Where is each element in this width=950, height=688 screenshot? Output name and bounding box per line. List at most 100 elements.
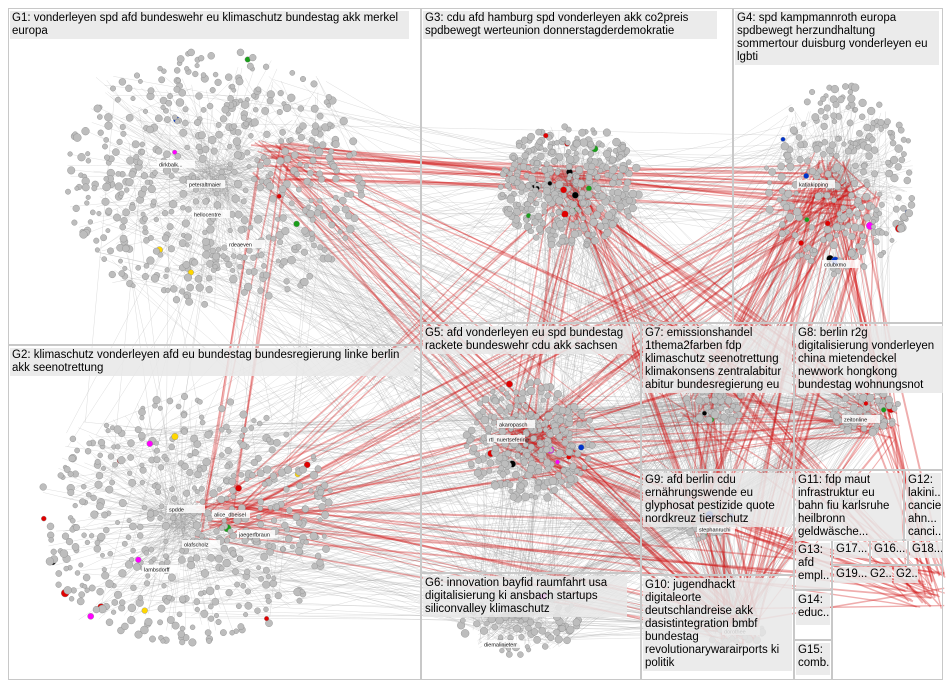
graph-node <box>504 168 509 173</box>
graph-node <box>342 206 349 213</box>
graph-node <box>181 429 187 435</box>
graph-node <box>115 444 120 449</box>
graph-node <box>86 158 91 163</box>
graph-node <box>140 416 145 421</box>
graph-node <box>255 157 260 162</box>
graph-node <box>310 532 318 540</box>
graph-node <box>144 551 149 556</box>
graph-node <box>97 588 104 595</box>
graph-node <box>551 158 557 164</box>
graph-node <box>534 378 541 385</box>
graph-node <box>180 626 185 631</box>
graph-node <box>115 183 123 191</box>
graph-node <box>783 204 790 211</box>
graph-node <box>867 107 875 115</box>
graph-node <box>134 154 139 159</box>
graph-node <box>315 148 323 156</box>
graph-node <box>831 197 836 202</box>
graph-node <box>118 456 126 464</box>
graph-node <box>205 630 211 636</box>
graph-node <box>530 215 535 220</box>
graph-node <box>304 540 309 545</box>
graph-node <box>234 180 242 188</box>
graph-node <box>142 505 147 510</box>
graph-node <box>145 180 150 185</box>
graph-node <box>212 598 219 605</box>
graph-node <box>95 459 101 465</box>
graph-node <box>129 523 136 530</box>
graph-node <box>333 195 338 200</box>
graph-node <box>249 54 256 61</box>
graph-node <box>242 255 248 261</box>
graph-node <box>224 479 229 484</box>
graph-node <box>322 511 329 518</box>
graph-node <box>251 176 257 182</box>
graph-node <box>511 155 516 160</box>
graph-node <box>175 153 181 159</box>
graph-node <box>311 148 316 153</box>
graph-node <box>561 211 568 218</box>
graph-node <box>143 225 148 230</box>
graph-node <box>228 529 233 534</box>
graph-node <box>201 107 206 112</box>
graph-node <box>106 486 113 493</box>
graph-node <box>581 216 586 221</box>
graph-node <box>102 567 107 572</box>
graph-node <box>169 444 175 450</box>
graph-node <box>591 128 595 132</box>
graph-node <box>185 243 189 247</box>
graph-node <box>909 195 915 201</box>
graph-node <box>183 107 189 113</box>
graph-node <box>326 94 332 100</box>
graph-node <box>238 99 242 103</box>
graph-node <box>566 149 571 154</box>
graph-node <box>901 137 907 143</box>
graph-node <box>104 137 109 142</box>
graph-node <box>236 603 241 608</box>
graph-node <box>88 613 94 619</box>
graph-node <box>174 86 180 92</box>
graph-node <box>318 517 323 522</box>
graph-node <box>98 453 103 458</box>
graph-node <box>895 163 902 170</box>
graph-node <box>158 605 165 612</box>
graph-node <box>176 78 181 83</box>
graph-node <box>533 235 539 241</box>
graph-node <box>161 639 166 644</box>
graph-node <box>137 533 143 539</box>
graph-node <box>863 193 870 200</box>
graph-node <box>58 473 64 479</box>
graph-node <box>319 142 326 149</box>
graph-node <box>539 146 544 151</box>
graph-node <box>201 73 206 78</box>
graph-node <box>609 166 617 174</box>
graph-node <box>200 499 205 504</box>
graph-node <box>264 131 271 138</box>
graph-node <box>853 141 858 146</box>
graph-node <box>258 499 264 505</box>
graph-node <box>172 433 179 440</box>
graph-node <box>270 473 277 480</box>
graph-node <box>64 586 72 594</box>
graph-node <box>222 245 228 251</box>
graph-node <box>273 439 280 446</box>
graph-node <box>119 270 125 276</box>
graph-node <box>154 457 160 463</box>
graph-node <box>617 203 624 210</box>
graph-node <box>360 180 366 186</box>
graph-node <box>257 184 264 191</box>
graph-node <box>163 554 168 559</box>
graph-node <box>523 404 528 409</box>
graph-node <box>835 137 840 142</box>
graph-node <box>528 206 535 213</box>
graph-node <box>555 140 560 145</box>
graph-node <box>187 284 194 291</box>
graph-node <box>585 232 591 238</box>
graph-node <box>845 148 851 154</box>
graph-node <box>318 127 323 132</box>
graph-node <box>847 120 853 126</box>
graph-node <box>201 301 207 307</box>
graph-node <box>102 198 110 206</box>
graph-node <box>272 576 276 580</box>
graph-node <box>586 186 592 192</box>
